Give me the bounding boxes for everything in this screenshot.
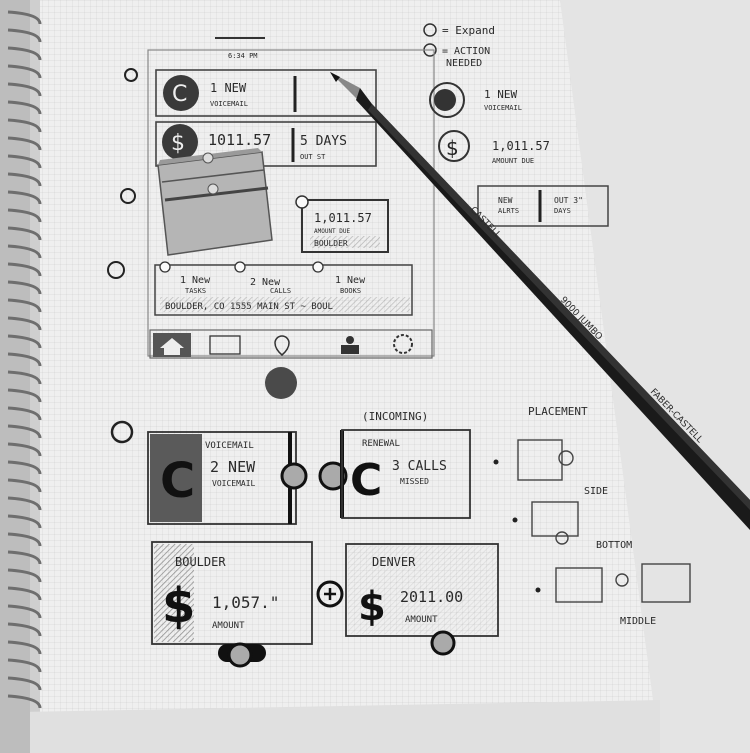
tile-2: 2 New <box>250 277 281 288</box>
card-1-count: 2 NEW <box>210 458 256 476</box>
dollar-icon <box>162 124 198 160</box>
card-4-dollar-icon: $ <box>358 584 386 630</box>
placement-middle-label: MIDDLE <box>620 616 656 627</box>
marker-2 <box>120 188 136 204</box>
card-3-sub: AMOUNT <box>212 621 245 631</box>
tiles-row <box>154 264 413 316</box>
side-phone-icon <box>434 89 456 111</box>
card-voicemail: C VOICEMAIL 2 NEW VOICEMAIL <box>147 431 308 525</box>
days-sub: OUT ST <box>300 153 326 161</box>
card-renewal: C RENEWAL 3 CALLS MISSED <box>318 429 471 519</box>
card-phone-icon: C <box>160 453 195 509</box>
tile-2b: CALLS <box>270 287 291 295</box>
person-icon <box>346 336 354 344</box>
card-4-expand-icon[interactable] <box>430 630 456 656</box>
card-2-title: RENEWAL <box>362 439 400 449</box>
legend-action-label-2: NEEDED <box>446 58 482 69</box>
placement-middle-sketch-b <box>641 563 691 603</box>
spiral-binding <box>0 0 42 753</box>
card-2-sub: MISSED <box>400 477 429 486</box>
card-3-title: BOULDER <box>175 555 226 569</box>
days-count: 5 DAYS <box>300 134 347 149</box>
gear-icon <box>393 334 413 354</box>
side-tile-2b: DAYS <box>554 207 571 215</box>
expanded-amount: 1,011.57 <box>314 211 372 225</box>
bottom-nav <box>149 329 433 359</box>
side-voicemail-count: 1 NEW <box>484 88 517 101</box>
voicemail-count: 1 NEW <box>210 81 247 95</box>
status-time: 6:34 PM <box>228 52 258 60</box>
section-markers <box>107 68 138 444</box>
marker-3 <box>107 261 125 279</box>
placement-side-sketch <box>517 439 563 481</box>
voicemail-word: VOICEMAIL <box>210 100 248 108</box>
address-bar: BOULDER, CO 1555 MAIN ST ~ BOUL <box>165 302 333 312</box>
side-tile-1b: ALRTS <box>498 207 519 215</box>
card-3-amount: 1,057." <box>212 593 279 612</box>
card-3-dollar-icon: $ <box>162 578 195 634</box>
side-tiles <box>477 185 609 227</box>
placement-label: PLACEMENT <box>528 405 588 418</box>
side-amount-label: AMOUNT DUE <box>492 157 534 165</box>
side-dollar-icon: $ <box>446 136 459 160</box>
legend-action-label: = ACTION <box>442 46 490 57</box>
amount-value: 1011.57 <box>208 131 271 149</box>
add-icon[interactable] <box>316 580 344 608</box>
card-1-expand-icon[interactable] <box>280 462 308 490</box>
card-1-sub: VOICEMAIL <box>212 479 256 488</box>
tile-3b: BOOKS <box>340 287 361 295</box>
card-denver: $ DENVER 2011.00 AMOUNT <box>345 543 499 656</box>
side-amount: 1,011.57 <box>492 139 550 153</box>
placement-bottom-label: BOTTOM <box>596 540 632 551</box>
marker-4 <box>110 420 134 444</box>
placement-bottom-sketch <box>531 501 579 537</box>
expanded-amount-card <box>301 199 389 253</box>
list-icon <box>209 335 241 355</box>
expanded-amount-sub: AMOUNT DUE <box>314 228 351 235</box>
card-1-title: VOICEMAIL <box>205 441 254 451</box>
home-button-sketch <box>265 367 297 399</box>
phone-mockup: 6:34 PM C 1 NEW VOICEMAIL $ 1011.57 5 DA… <box>147 37 435 359</box>
tile-1: 1 New <box>180 275 211 286</box>
incoming-label: (INCOMING) <box>362 410 428 423</box>
location-icon <box>274 335 290 356</box>
card-3-expand-icon[interactable] <box>227 642 253 668</box>
phone-icon <box>163 75 199 111</box>
placement-middle-sketch-a <box>555 567 603 603</box>
side-tile-1: NEW <box>498 196 513 205</box>
card-4-title: DENVER <box>372 555 416 569</box>
card-2-count: 3 CALLS <box>392 459 447 474</box>
side-panel: 1 NEW VOICEMAIL $ 1,011.57 AMOUNT DUE NE… <box>429 82 609 227</box>
marker-1 <box>124 68 138 82</box>
page-bottom-edge <box>20 700 660 753</box>
phone-frame <box>147 49 435 357</box>
amount-row <box>155 121 377 167</box>
card-4-sub: AMOUNT <box>405 615 438 625</box>
svg-text:C: C <box>172 82 187 107</box>
tile-3: 1 New <box>335 275 366 286</box>
side-voicemail-word: VOICEMAIL <box>484 104 522 112</box>
pencil-sharpener <box>157 148 273 256</box>
side-tile-2: OUT 3" <box>554 196 583 205</box>
svg-text:$: $ <box>171 131 185 156</box>
placement-side-label: SIDE <box>584 486 608 497</box>
card-4-amount: 2011.00 <box>400 588 463 606</box>
tile-1b: TASKS <box>185 287 206 295</box>
voicemail-row <box>155 69 377 117</box>
expand-legend-icon <box>423 23 437 37</box>
expanded-city: BOULDER <box>314 239 348 248</box>
legend-expand-label: = Expand <box>442 24 495 37</box>
placement-sketches: SIDE BOTTOM MIDDLE <box>493 439 691 627</box>
card-2-expand-icon[interactable] <box>318 461 348 491</box>
legend: = Expand = ACTION NEEDED <box>423 23 495 69</box>
card-boulder: $ BOULDER 1,057." AMOUNT <box>151 541 313 668</box>
card-2-phone-icon: C <box>350 455 382 506</box>
